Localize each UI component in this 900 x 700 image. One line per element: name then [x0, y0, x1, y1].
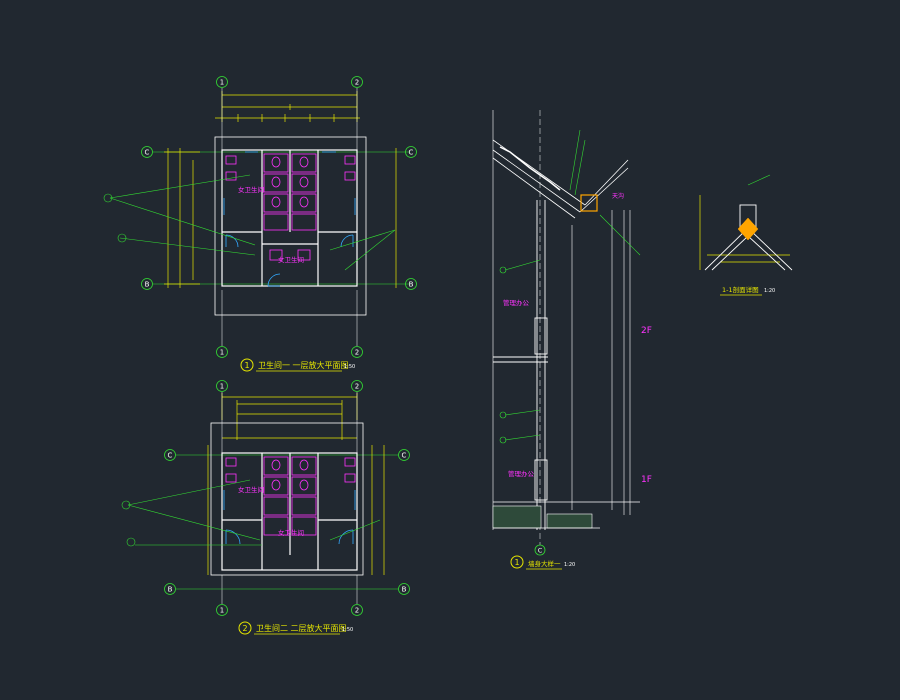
section-title-block: 1 墙身大样一 1:20: [510, 555, 575, 570]
detail-ridge-fill: [737, 217, 759, 241]
grid-bubble-B-left: [164, 583, 176, 595]
detail-scale: 1:20: [764, 288, 775, 294]
plan-2-walls: [221, 452, 358, 571]
grid-label: B: [168, 586, 173, 594]
grid-bubble-B-right: [405, 278, 417, 290]
section-grid-bubble: C: [534, 544, 546, 556]
plan-2-title: 卫生间二 二层放大平面图: [256, 623, 347, 633]
plan-1-stalls: [225, 153, 356, 261]
grid-bubble-B-right: [398, 583, 410, 595]
grid-bubble-C-left: [141, 146, 153, 158]
plan-1-leaders: [103, 174, 396, 271]
grid-bubble-C-right: [405, 146, 417, 158]
section-floor-upper: 2F: [641, 326, 652, 336]
grid-bubble-2-top: [351, 380, 363, 392]
grid-label: C: [145, 149, 150, 157]
grid-label: C: [409, 149, 414, 157]
grid-bubble-C-left: [164, 449, 176, 461]
grid-label: B: [145, 281, 150, 289]
grid-label: 2: [355, 607, 359, 615]
grid-bubble-1-top: [216, 380, 228, 392]
plan-1-top-dimensions: [215, 91, 360, 122]
plan-1-doors: [223, 151, 356, 287]
section-number: 1: [514, 558, 519, 567]
plan-2-room-label-upper: 女卫生间: [238, 485, 264, 494]
grid-label: 2: [355, 79, 359, 87]
detail-leader: [747, 174, 771, 186]
detail-title: 1-1剖面详图: [722, 285, 759, 294]
section-wall: [493, 200, 548, 530]
plan-2-top-dimensions: [221, 393, 358, 440]
plan-1-room-label-upper: 女卫生间: [238, 185, 264, 194]
section-eave-label: 天沟: [612, 192, 624, 200]
wall-section: 天沟: [492, 110, 652, 570]
grid-label: B: [409, 281, 414, 289]
grid-label: C: [402, 452, 407, 460]
section-facade: [492, 110, 631, 530]
plan-2-doors: [223, 490, 356, 545]
section-room-upper: 管理办公: [503, 298, 530, 307]
grid-label: 2: [355, 349, 359, 357]
grid-label: C: [538, 547, 543, 555]
grid-bubble-1-bottom: [216, 604, 228, 616]
plan-1-title: 卫生间一 一层放大平面图: [258, 360, 349, 370]
plan-2: 1 2 1 2 C B C B: [121, 380, 410, 635]
grid-label: 1: [220, 607, 224, 615]
grid-bubble-2-bottom: [351, 604, 363, 616]
plan-1-number: 1: [244, 361, 249, 370]
section-floor-lower: 1F: [641, 475, 652, 485]
grid-bubble-B-left: [141, 278, 153, 290]
plan-1-grid-top: 1 2: [216, 76, 363, 150]
section-ground: [492, 501, 640, 529]
plan-2-side-dimensions: [207, 445, 385, 575]
plan-2-scale: 1:50: [342, 627, 353, 633]
grid-bubble-1-bottom: [216, 346, 228, 358]
section-title: 墙身大样一: [528, 559, 561, 568]
grid-label: 1: [220, 349, 224, 357]
grid-bubble-2-top: [351, 76, 363, 88]
grid-label: C: [168, 452, 173, 460]
plan-1: 1 2 1 2 C B C B: [103, 76, 417, 372]
plan-2-grid-horizontal: C B C B: [164, 449, 410, 595]
grid-label: B: [402, 586, 407, 594]
plan-2-stalls: [225, 456, 356, 536]
detail-title-block: 1-1剖面详图 1:20: [720, 285, 775, 296]
plan-1-frame: [214, 136, 367, 316]
plan-2-room-label-lower: 女卫生间: [278, 528, 304, 537]
section-roof: [492, 139, 629, 219]
plan-1-scale: 1:50: [344, 364, 355, 370]
plan-1-title-block: 1 卫生间一 一层放大平面图 1:50: [240, 358, 355, 372]
plan-2-grid-bottom: 1 2: [216, 575, 363, 616]
plan-2-leaders: [121, 479, 381, 547]
section-gutter: [580, 194, 598, 212]
plan-1-grid-horizontal: C B C B: [141, 146, 417, 290]
section-scale: 1:20: [564, 562, 575, 568]
grid-label: 2: [355, 383, 359, 391]
plan-1-room-label-lower: 女卫生间: [278, 255, 304, 264]
plan-2-title-block: 2 卫生间二 二层放大平面图 1:50: [238, 621, 353, 635]
grid-label: 1: [220, 383, 224, 391]
plan-1-walls: [221, 149, 358, 287]
plan-2-number: 2: [242, 624, 247, 633]
grid-bubble-2-bottom: [351, 346, 363, 358]
plan-2-frame: [210, 422, 364, 576]
plan-2-grid-top: 1 2: [216, 380, 363, 455]
plan-1-side-dimensions: [164, 148, 397, 288]
grid-bubble-C-right: [398, 449, 410, 461]
grid-bubble-1-top: [216, 76, 228, 88]
section-room-lower: 管理办公: [508, 469, 535, 478]
grid-label: 1: [220, 79, 224, 87]
plan-1-grid-bottom: 1 2: [216, 290, 363, 358]
detail-1-1: 1-1剖面详图 1:20: [699, 174, 793, 296]
section-leaders: [499, 129, 641, 444]
